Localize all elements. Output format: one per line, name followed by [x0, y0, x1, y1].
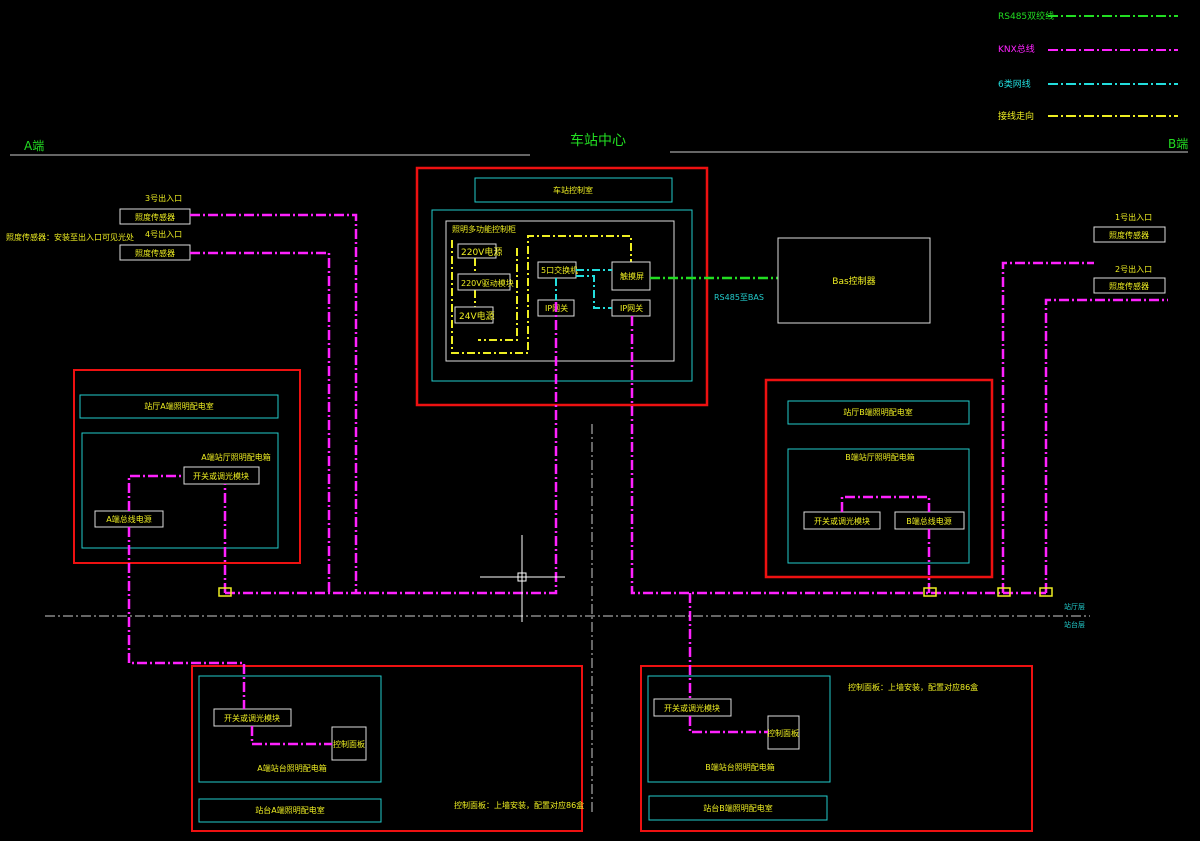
exit-3-label: 3号出入口 [145, 193, 182, 203]
station-control-cabinet-outer [431, 209, 693, 382]
knx-bus-wiring [127, 213, 1168, 746]
room-a-platform-outline [191, 665, 583, 832]
room-b-platform-cabinet-label: B端站台照明配电箱 [705, 762, 775, 772]
room-b-platform-cabinet-box [647, 675, 831, 783]
sensor-1-label: 照度传感器 [1109, 230, 1149, 240]
room-a-hall-module-label: 开关或调光模块 [193, 471, 249, 481]
station-control-cabinet-label: 照明多功能控制柜 [452, 224, 516, 234]
ip-gateway-2-label: IP网关 [620, 303, 643, 313]
station-control-outline [415, 166, 709, 407]
room-b-hall-title: 站厅B端照明配电室 [843, 407, 913, 417]
hall-level-label: 站厅层 [1064, 602, 1085, 611]
legend-knx-label: KNX总线 [998, 43, 1035, 55]
room-b-platform-panel-label: 控制面板 [767, 728, 799, 738]
room-b-hall-cabinet-box [787, 448, 970, 564]
legend: RS485双绞线 KNX总线 6类网线 接线走向 [998, 10, 1178, 122]
room-b-hall-psu-label: B端总线电源 [906, 516, 952, 526]
room-a-platform-note: 控制面板：上墙安装，配置对应86盒 [454, 800, 584, 810]
room-a-platform-panel-label: 控制面板 [333, 739, 365, 749]
room-a-hall-cabinet-label: A端站厅照明配电箱 [201, 452, 270, 462]
module-220v-box [457, 273, 511, 291]
sensor-3-box [119, 208, 191, 225]
room-a-platform-title: 站台A端照明配电室 [255, 805, 324, 815]
room-a-hall-cabinet-box [81, 432, 279, 549]
touchscreen-label: 触摸屏 [620, 271, 644, 281]
room-a-hall-psu-label: A端总线电源 [106, 514, 151, 524]
sensor-1-box [1093, 226, 1166, 243]
psu-24v-label: 24V电源 [459, 310, 495, 322]
room-b-platform-title: 站台B端照明配电室 [703, 803, 773, 813]
center-title: 车站中心 [570, 132, 626, 149]
crosshair-cursor-icon [480, 535, 565, 622]
psu-220v-label: 220V电源 [461, 246, 502, 258]
exit-1-label: 1号出入口 [1115, 212, 1152, 222]
room-a-platform-cabinet-box [198, 675, 382, 783]
psu-24v-box [454, 306, 494, 324]
cat6-wiring [555, 269, 612, 309]
room-a-hall-title: 站厅A端照明配电室 [144, 401, 213, 411]
room-b-platform-module-label: 开关或调光模块 [664, 703, 720, 713]
station-control-room-box [474, 177, 673, 203]
psu-220v-box [457, 243, 497, 259]
module-220v-label: 220V驱动模块 [461, 278, 514, 288]
room-a-platform-module-label: 开关或调光模块 [224, 713, 280, 723]
sensor-install-note: 照度传感器：安装至出入口可见光处 [6, 232, 134, 242]
rs485-to-bas-label: RS485至BAS [714, 293, 764, 302]
legend-rs485-label: RS485双绞线 [998, 10, 1054, 22]
header: A端 车站中心 B端 [10, 132, 1188, 156]
room-b-platform-note: 控制面板：上墙安装，配置对应86盒 [848, 682, 978, 692]
legend-wiring-label: 接线走向 [998, 110, 1034, 122]
junction-boxes [218, 587, 1053, 597]
station-control-cabinet-inner [445, 220, 675, 362]
exit-2-label: 2号出入口 [1115, 264, 1152, 274]
left-end-label: A端 [24, 139, 44, 153]
bas-controller-box [777, 237, 931, 324]
touchscreen-box [611, 261, 651, 291]
station-control-room-label: 车站控制室 [553, 185, 593, 195]
room-a-platform-cabinet-label: A端站台照明配电箱 [257, 763, 326, 773]
room-a-platform-title-box [198, 798, 382, 823]
switch-5port-label: 5口交换机 [541, 265, 578, 275]
sensor-2-box [1093, 277, 1166, 294]
platform-level-label: 站台层 [1064, 620, 1085, 629]
room-b-hall-title-box [787, 400, 970, 425]
sensor-4-label: 照度传感器 [135, 248, 175, 258]
legend-cat6-label: 6类网线 [998, 78, 1031, 90]
room-a-hall-module-box [183, 466, 260, 485]
bas-controller-label: Bas控制器 [832, 275, 875, 287]
sensor-2-label: 照度传感器 [1109, 281, 1149, 291]
right-end-label: B端 [1168, 137, 1188, 151]
room-b-hall-outline [764, 378, 994, 579]
exit-4-label: 4号出入口 [145, 229, 182, 239]
room-b-platform-module-box [653, 698, 732, 717]
room-b-hall-cabinet-label: B端站厅照明配电箱 [845, 452, 915, 462]
sensor-3-label: 照度传感器 [135, 212, 175, 222]
room-a-hall-outline [73, 369, 301, 564]
yellow-wiring [451, 235, 632, 354]
room-a-hall-title-box [79, 394, 279, 419]
room-b-platform-title-box [648, 795, 828, 821]
room-b-hall-module-label: 开关或调光模块 [814, 516, 870, 526]
room-b-platform-outline [640, 665, 1033, 832]
